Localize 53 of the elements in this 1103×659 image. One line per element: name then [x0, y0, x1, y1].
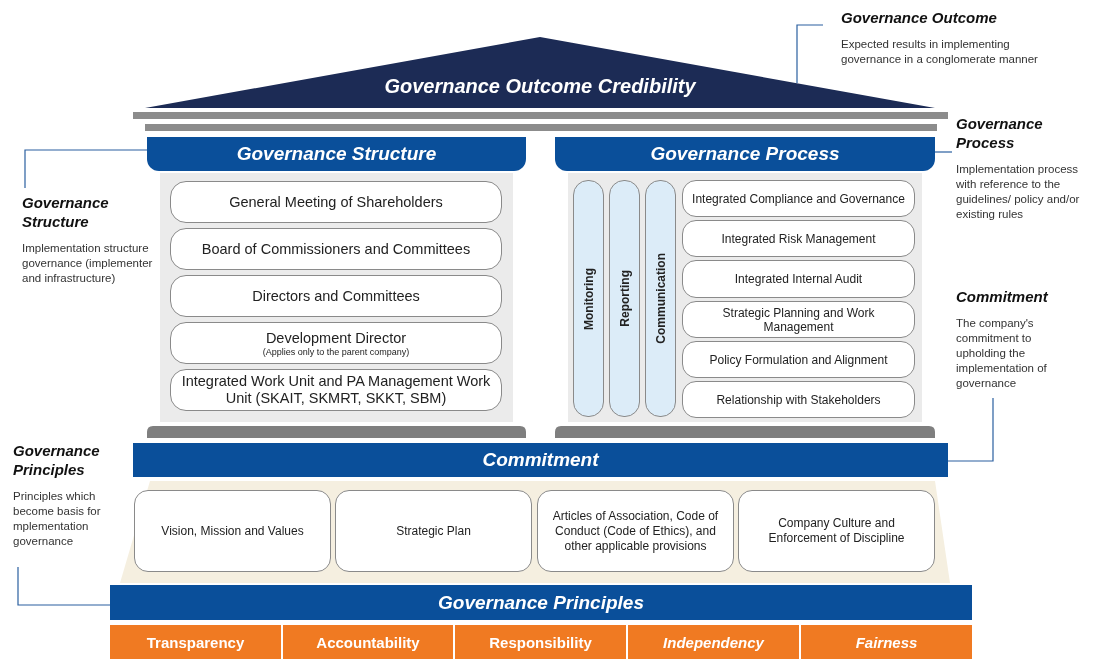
annotation-text: The company's commitment to upholding the implementation of governance: [956, 316, 1048, 391]
annotation-text: Implementation structure governance (implementer and infrastructure): [22, 241, 154, 286]
item-box: Integrated Compliance and Governance: [682, 180, 915, 217]
item-box: Integrated Work Unit and PA Management Work Unit (SKAIT, SKMRT, SKKT, SBM): [170, 369, 502, 411]
item-box: Strategic Plan: [335, 490, 532, 572]
node-label: Responsibility: [489, 633, 592, 651]
node-label: Transparency: [146, 633, 245, 651]
pill-label: Reporting: [617, 270, 632, 327]
item-box: Vision, Mission and Values: [134, 490, 331, 572]
leader-line: [796, 24, 824, 84]
banner: Governance Principles: [110, 585, 972, 620]
principle-tab: Accountability: [283, 625, 453, 659]
vertical-pill: [645, 180, 676, 417]
item-box: Integrated Internal Audit: [682, 260, 915, 298]
pillar-header: Governance Process: [555, 137, 935, 171]
principle-tab: Independency: [628, 625, 799, 659]
principle-tab: Responsibility: [455, 625, 626, 659]
item-box: Relationship with Stakeholders: [682, 381, 915, 418]
annotation-text: Expected results in implementing governance in a conglomerate manner: [841, 37, 1039, 67]
item-box: [170, 322, 502, 364]
pill-label: Monitoring: [581, 267, 596, 330]
principle-tab: Transparency: [110, 625, 281, 659]
item-note: (Applies only to the parent company): [262, 346, 410, 357]
item-box: Company Culture and Enforcement of Discipline: [738, 490, 935, 572]
pill-label: Communication: [653, 253, 668, 344]
roof-title: Governance Outcome Credibility: [383, 75, 698, 98]
item-box: Strategic Planning and Work Management: [682, 301, 915, 338]
pillar-header: Governance Structure: [147, 137, 526, 171]
annotation-heading: Governance Process: [956, 114, 1044, 152]
annotation-text: Principles which become basis for mplementation governance: [13, 489, 102, 549]
item-box: Board of Commissioners and Committees: [170, 228, 502, 270]
annotation-heading: Governance Structure: [22, 193, 110, 231]
banner: Commitment: [133, 443, 948, 477]
annotation-heading: Commitment: [956, 287, 1050, 306]
item-box: General Meeting of Shareholders: [170, 181, 502, 223]
vertical-pill: [609, 180, 640, 417]
leader-line: [947, 397, 994, 462]
item-box: Integrated Risk Management: [682, 220, 915, 257]
vertical-pill: [573, 180, 604, 417]
item-box: Policy Formulation and Alignment: [682, 341, 915, 378]
annotation-text: Implementation process with reference to the guidelines/ policy and/or existing rules: [956, 162, 1081, 222]
item-box: Directors and Committees: [170, 275, 502, 317]
principle-tab: Fairness: [801, 625, 972, 659]
node-label: Accountability: [316, 633, 420, 651]
item-title: Development Director: [265, 329, 407, 347]
annotation-heading: Governance Outcome: [841, 8, 998, 27]
leader-line: [934, 151, 953, 153]
node-label: Independency: [663, 633, 764, 651]
item-box: Articles of Association, Code of Conduct (Code of Ethics), and other applicable provisions: [537, 490, 734, 572]
annotation-heading: Governance Principles: [13, 441, 101, 479]
leader-line: [24, 149, 148, 189]
node-label: Fairness: [855, 633, 918, 651]
leader-line: [17, 566, 111, 606]
